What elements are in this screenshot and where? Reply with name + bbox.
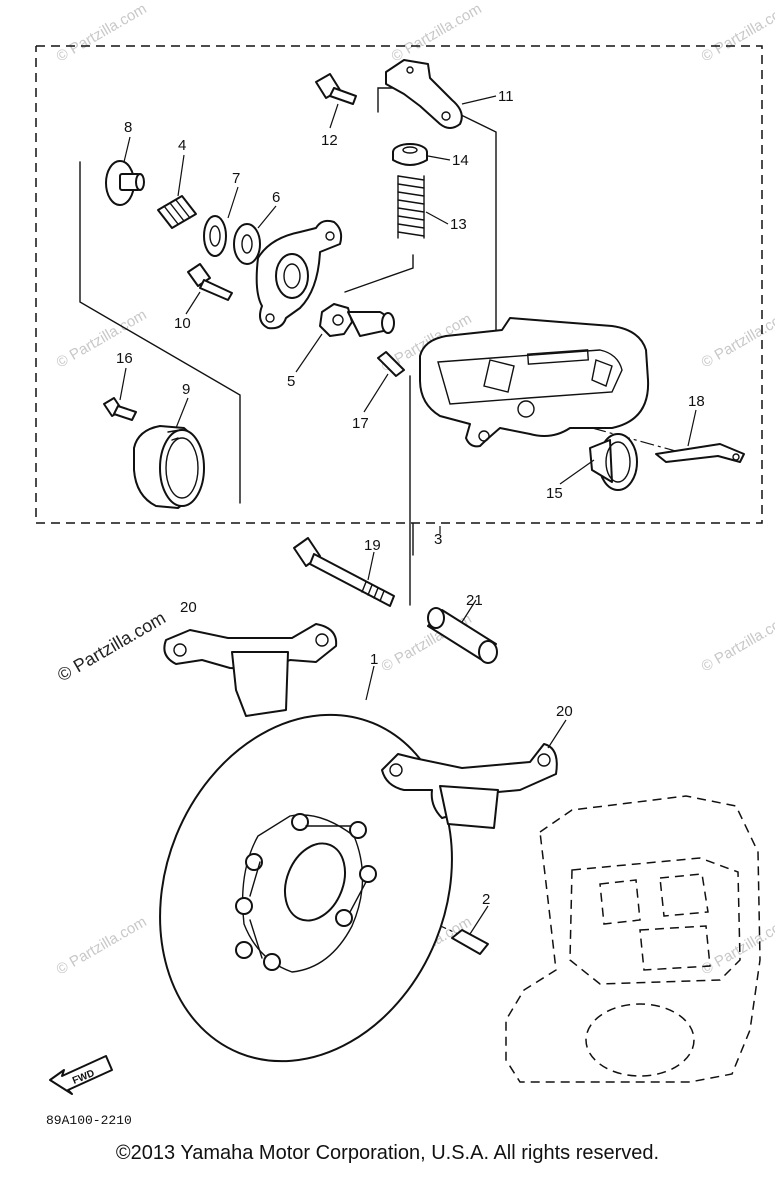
part-15-knob [589, 433, 638, 491]
part-16-bolt [103, 397, 137, 421]
callout-3: 3 [434, 531, 442, 548]
watermark: © Partzilla.com [389, 0, 485, 65]
callout-15: 15 [546, 485, 563, 502]
callout-7: 7 [232, 170, 240, 187]
callout-2: 2 [482, 891, 490, 908]
copyright-notice: ©2013 Yamaha Motor Corporation, U.S.A. A… [115, 1142, 660, 1164]
watermark: © Partzilla.com [699, 913, 775, 978]
callout-10: 10 [174, 315, 191, 332]
part-14-cap [392, 143, 428, 166]
watermark: © Partzilla.com [54, 0, 150, 65]
assembly-boundary-box [35, 45, 763, 524]
caliper-body [419, 317, 650, 448]
part-20-pad-upper [163, 623, 338, 717]
part-1-brake-disc [159, 713, 453, 1063]
callout-20-upper: 20 [180, 599, 197, 616]
bracket-line-left [79, 161, 241, 504]
part-17-pin [377, 351, 405, 377]
lever-plate [255, 219, 343, 330]
part-10-bolt [187, 263, 233, 301]
callout-6: 6 [272, 189, 280, 206]
part-4-shaft [157, 195, 197, 229]
part-8-knob [105, 160, 145, 206]
part-13-spring [397, 175, 425, 239]
part-20-pad-lower [381, 743, 558, 829]
bracket-line-right [454, 111, 497, 339]
part-2-key [451, 929, 489, 955]
callout-numbers: 8 4 7 6 10 5 12 11 14 13 17 16 9 15 18 3… [116, 88, 705, 908]
callout-5: 5 [287, 373, 295, 390]
watermark: © Partzilla.com [54, 306, 150, 371]
housing-outline [505, 795, 761, 1083]
part-12-bolt [315, 73, 357, 105]
watermark: © Partzilla.com [699, 306, 775, 371]
part-5-cam [319, 303, 395, 337]
callout-16: 16 [116, 350, 133, 367]
callout-17: 17 [352, 415, 369, 432]
part-19-bolt [293, 537, 395, 607]
watermark: © Partzilla.com [699, 610, 775, 675]
callout-9: 9 [182, 381, 190, 398]
callout-14: 14 [452, 152, 469, 169]
part-7-circlip [203, 215, 227, 257]
callout-4: 4 [178, 137, 186, 154]
part-18-clip [655, 443, 745, 463]
callout-13: 13 [450, 216, 467, 233]
callout-11: 11 [498, 88, 514, 105]
part-11-bracket [385, 59, 463, 129]
callout-19: 19 [364, 537, 381, 554]
bracket-line-spring [344, 254, 414, 293]
part-9-cover [133, 425, 205, 509]
figure-code: 89A100-2210 [46, 1113, 132, 1128]
callout-20-lower: 20 [556, 703, 573, 720]
watermark-dark: © Partzilla.com [54, 607, 169, 685]
watermark: © Partzilla.com [54, 913, 150, 978]
watermark: © Partzilla.com [699, 0, 775, 65]
fwd-arrow-icon: FWD [49, 1055, 113, 1095]
part-21-sleeve [427, 607, 498, 664]
callout-8: 8 [124, 119, 132, 136]
callout-leaders [119, 95, 697, 935]
callout-12: 12 [321, 132, 338, 149]
part-6-washer [233, 223, 261, 265]
callout-21: 21 [466, 592, 483, 609]
callout-18: 18 [688, 393, 705, 410]
callout-1: 1 [370, 651, 378, 668]
